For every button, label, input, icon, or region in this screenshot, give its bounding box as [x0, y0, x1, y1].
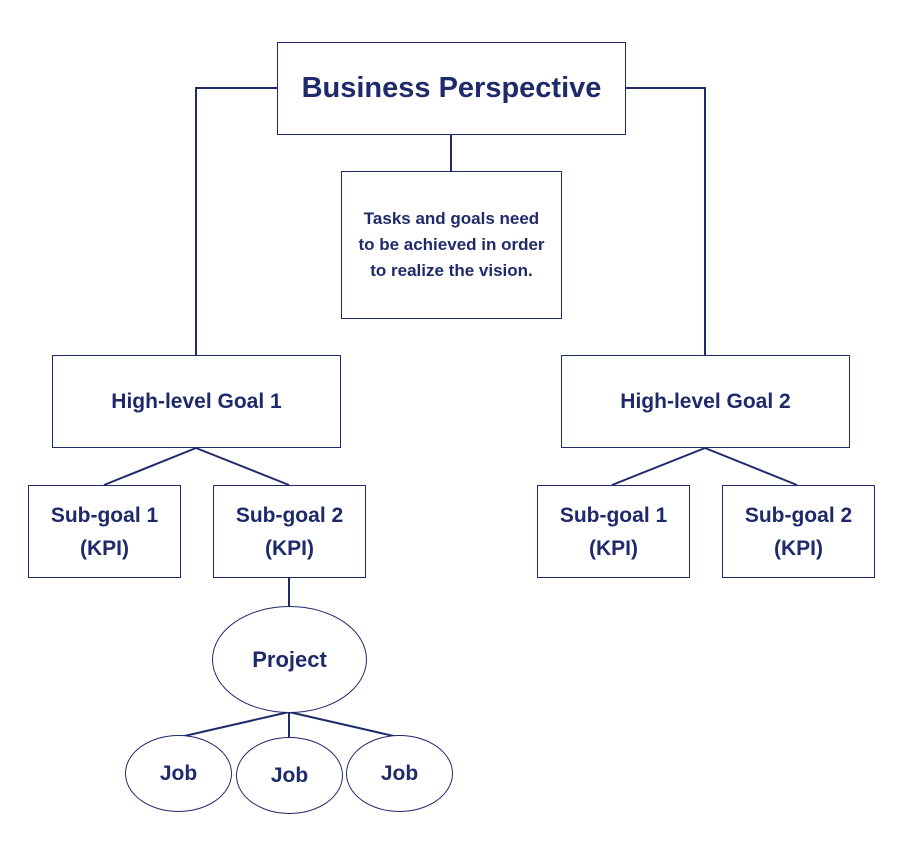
project-label: Project: [252, 646, 327, 672]
connector-project-job1: [179, 711, 290, 738]
goal-2-subgoal-1: Sub-goal 1 (KPI): [537, 485, 690, 578]
goal-node-1: High-level Goal 1: [52, 355, 341, 448]
job-node-3: Job: [346, 735, 453, 812]
goal-node-2: High-level Goal 2: [561, 355, 850, 448]
root-node-business-perspective: Business Perspective: [277, 42, 626, 135]
goal-1-label: High-level Goal 1: [111, 389, 282, 413]
goal-1-subgoal-1: Sub-goal 1 (KPI): [28, 485, 181, 578]
connector-project-job3: [288, 711, 399, 738]
goal-2-subgoal-2-label: Sub-goal 2 (KPI): [744, 503, 853, 560]
root-node-label: Business Perspective: [301, 72, 602, 104]
connector-root-goal1: [195, 87, 277, 355]
goal-1-subgoal-2: Sub-goal 2 (KPI): [213, 485, 366, 578]
goal-2-label: High-level Goal 2: [620, 389, 791, 413]
connector-goal2-sub1: [611, 447, 706, 486]
job-3-label: Job: [380, 761, 419, 785]
project-node: Project: [212, 606, 367, 713]
connector-goal1-sub1: [103, 447, 197, 486]
goal-1-subgoal-1-label: Sub-goal 1 (KPI): [50, 503, 159, 560]
description-node: Tasks and goals need to be achieved in o…: [341, 171, 562, 319]
job-node-2: Job: [236, 737, 343, 814]
job-node-1: Job: [125, 735, 232, 812]
description-text: Tasks and goals need to be achieved in o…: [358, 209, 545, 280]
connector-goal2-sub2: [704, 447, 798, 486]
job-1-label: Job: [159, 761, 198, 785]
goal-2-subgoal-1-label: Sub-goal 1 (KPI): [559, 503, 668, 560]
connector-goal1-sub2: [195, 447, 290, 486]
goal-2-subgoal-2: Sub-goal 2 (KPI): [722, 485, 875, 578]
connector-root-goal2: [625, 87, 706, 355]
goal-1-subgoal-2-label: Sub-goal 2 (KPI): [235, 503, 344, 560]
job-2-label: Job: [270, 763, 309, 787]
